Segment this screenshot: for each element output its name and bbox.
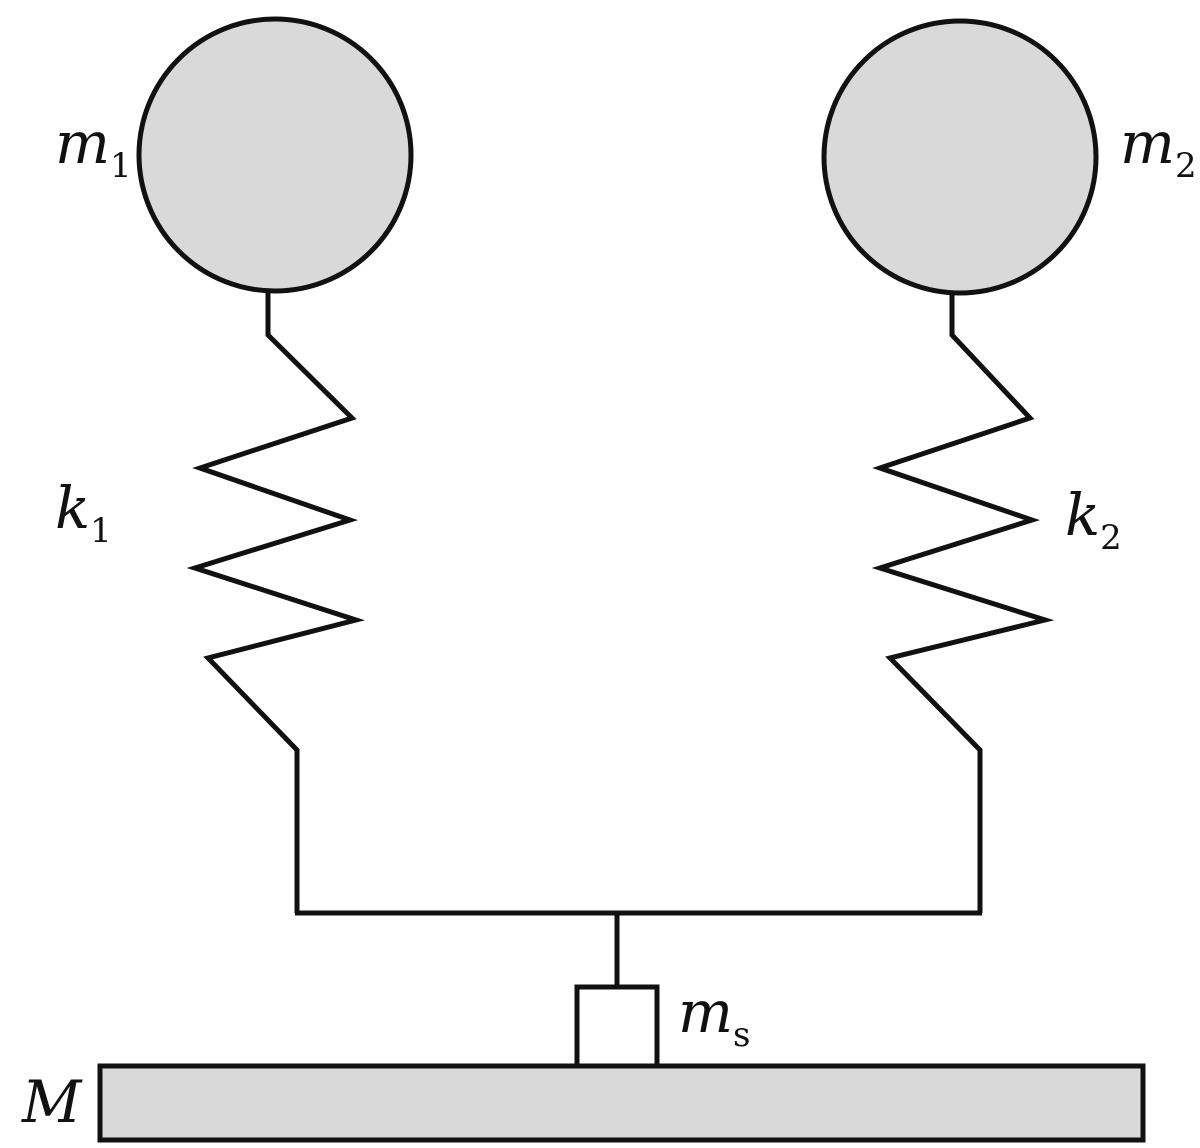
mass-2-label-main: m — [1120, 109, 1175, 177]
spring-2-label-sub: 2 — [1100, 518, 1122, 558]
mass-1-label: m1 — [55, 109, 132, 186]
spring-1-label-sub: 1 — [90, 511, 112, 551]
mass-1-circle — [136, 16, 414, 294]
spring-1-label-main: k — [55, 474, 90, 542]
mass-1-label-main: m — [55, 109, 110, 177]
mass-2-label-sub: 2 — [1175, 146, 1197, 186]
small-mass-box — [574, 984, 660, 1069]
mass-2-circle — [821, 18, 1099, 296]
small-mass-label-main: m — [678, 978, 733, 1046]
spring-2-label: k2 — [1065, 481, 1122, 558]
mass-2-label: m2 — [1120, 109, 1197, 186]
spring-1-label: k1 — [55, 474, 112, 551]
base-mass-label: M — [21, 1068, 83, 1136]
spring-2 — [871, 293, 1055, 913]
small-mass-label-sub: s — [733, 1015, 750, 1055]
mass-1-label-sub: 1 — [110, 146, 132, 186]
spring-1 — [186, 291, 365, 913]
base-mass-plate — [97, 1063, 1146, 1143]
small-mass-label: ms — [678, 978, 750, 1055]
spring-2-label-main: k — [1065, 481, 1100, 549]
